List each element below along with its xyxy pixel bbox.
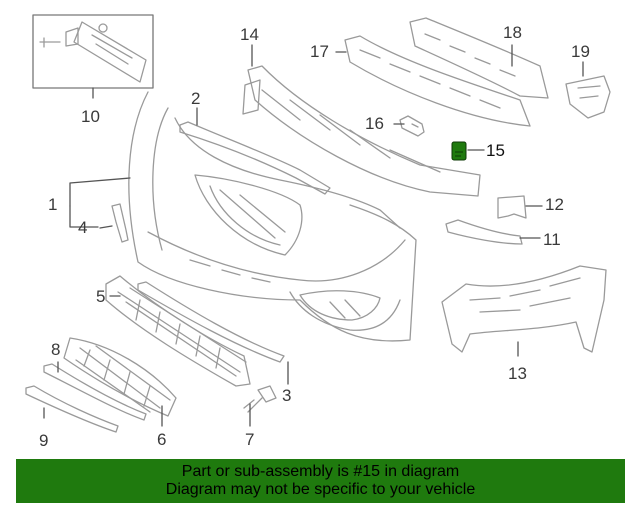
callout-10: 10 bbox=[81, 107, 100, 126]
callout-19: 19 bbox=[571, 42, 590, 61]
side-bracket bbox=[565, 75, 611, 119]
callout-18: 18 bbox=[503, 23, 522, 42]
moulding-9 bbox=[25, 385, 119, 433]
bumper-cover bbox=[128, 91, 417, 342]
callout-17: 17 bbox=[310, 42, 329, 61]
screw-7 bbox=[243, 385, 277, 413]
lower-grille bbox=[105, 275, 251, 387]
impact-absorber bbox=[242, 65, 481, 197]
callout-8: 8 bbox=[51, 340, 61, 359]
bracket-11 bbox=[445, 219, 523, 245]
callout-11: 11 bbox=[543, 230, 561, 249]
callout-7: 7 bbox=[245, 430, 255, 449]
mounting-bracket-13 bbox=[441, 265, 607, 353]
callout-5: 5 bbox=[96, 287, 106, 306]
banner-line-1: Part or sub-assembly is #15 in diagram bbox=[181, 463, 460, 480]
leader-lines bbox=[43, 44, 584, 427]
callout-4: 4 bbox=[78, 218, 88, 237]
callout-14: 14 bbox=[240, 25, 259, 44]
callout-13: 13 bbox=[508, 364, 527, 383]
parts-diagram bbox=[25, 14, 611, 433]
bracket-12 bbox=[497, 195, 527, 219]
callout-2: 2 bbox=[191, 89, 201, 108]
banner-line-2: Diagram may not be specific to your vehi… bbox=[165, 481, 476, 498]
callout-12: 12 bbox=[545, 195, 564, 214]
callout-16: 16 bbox=[365, 114, 384, 133]
grille-6 bbox=[63, 337, 177, 417]
info-banner: Part or sub-assembly is #15 in diagram D… bbox=[16, 459, 625, 503]
callout-9: 9 bbox=[39, 431, 49, 450]
reinforcement-bar bbox=[344, 35, 531, 127]
callout-15: 15 bbox=[486, 141, 505, 160]
callout-1: 1 bbox=[48, 195, 58, 214]
callout-6: 6 bbox=[157, 430, 167, 449]
license-bracket-inset bbox=[32, 14, 154, 89]
trim-strip bbox=[179, 121, 331, 195]
moulding-8 bbox=[43, 363, 147, 421]
highlighted-part-15 bbox=[451, 141, 467, 161]
clip-4 bbox=[111, 203, 129, 243]
upper-carrier bbox=[409, 17, 549, 99]
callout-3: 3 bbox=[282, 386, 292, 405]
trim-3 bbox=[137, 281, 285, 363]
bolt-16 bbox=[399, 115, 425, 137]
